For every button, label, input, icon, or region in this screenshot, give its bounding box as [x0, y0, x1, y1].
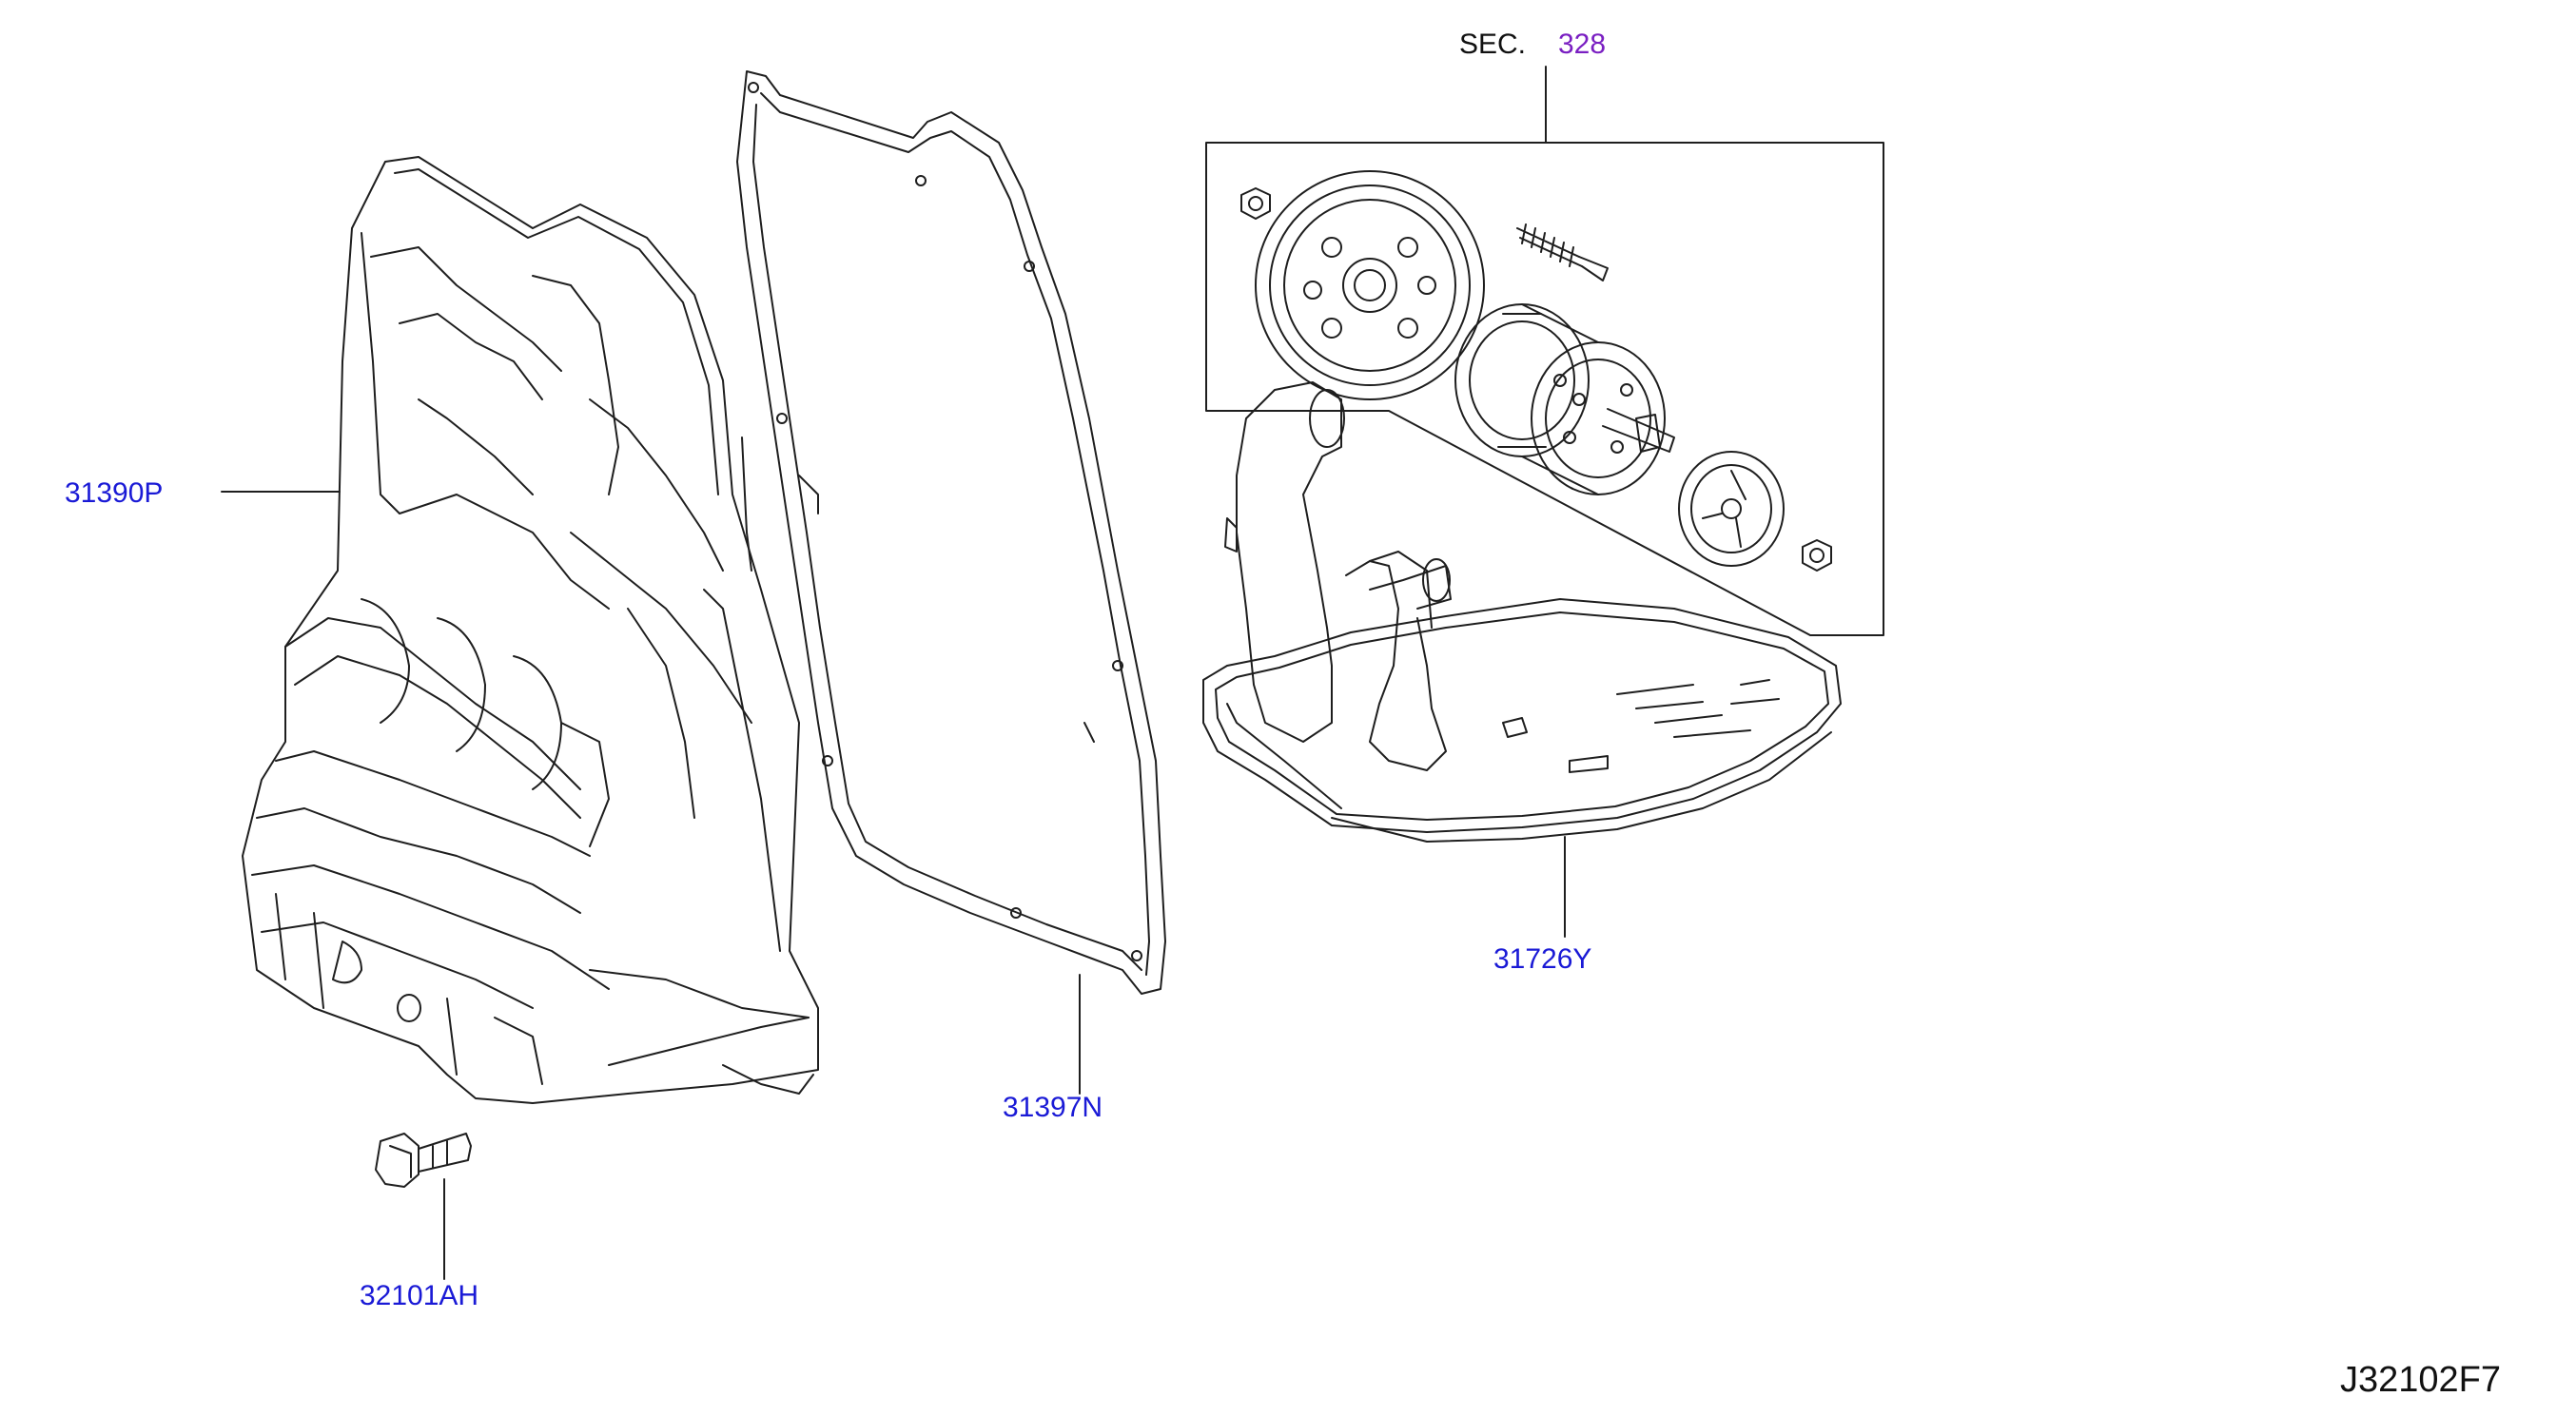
part-number-oil-strainer[interactable]: 31726Y	[1493, 943, 1592, 975]
oil-pump-group-drawing	[1240, 170, 1832, 572]
section-number-link[interactable]: 328	[1558, 29, 1607, 60]
illustration-code: J32102F7	[2340, 1360, 2502, 1400]
oil-pan-drawing	[242, 156, 819, 1104]
pan-gasket-drawing	[736, 70, 1166, 995]
oil-strainer-drawing	[1202, 381, 1842, 843]
part-number-pan-gasket[interactable]: 31397N	[1003, 1092, 1103, 1123]
section-prefix: SEC.	[1459, 29, 1527, 60]
part-number-oil-pan[interactable]: 31390P	[65, 477, 164, 509]
part-number-drain-plug[interactable]: 32101AH	[360, 1280, 479, 1311]
section-box	[1205, 142, 1884, 636]
drain-plug-drawing	[375, 1133, 472, 1188]
